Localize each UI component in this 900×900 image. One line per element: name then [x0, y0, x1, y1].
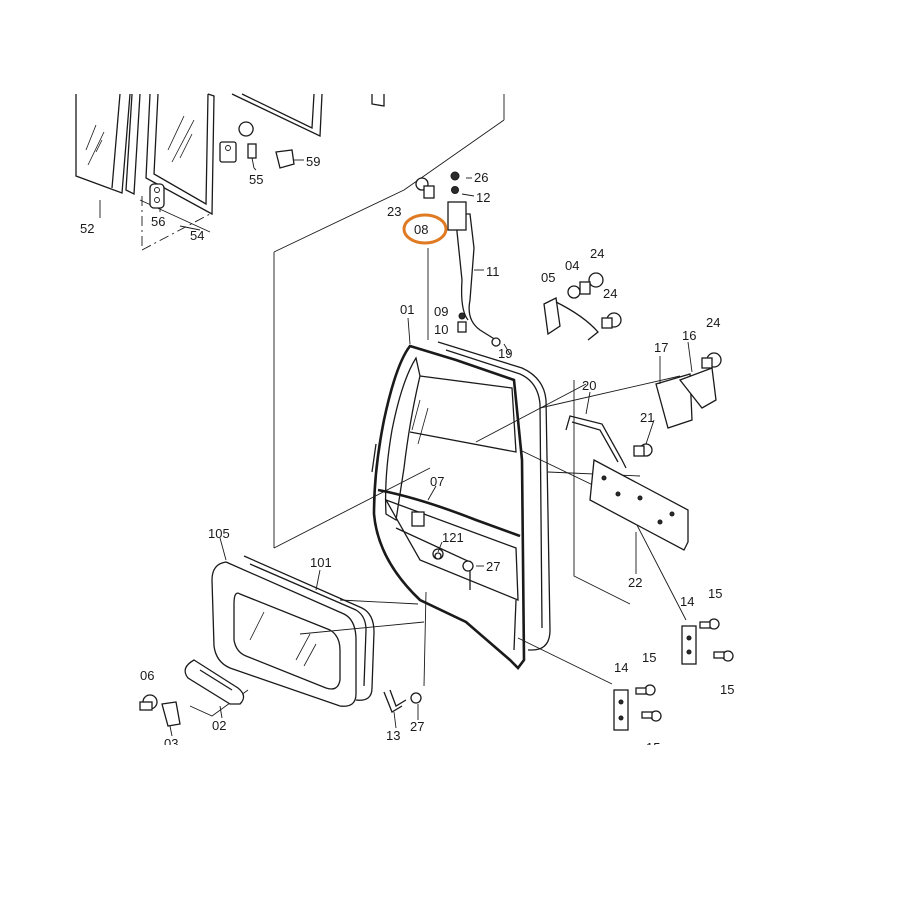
part-06-cap — [139, 694, 158, 711]
label-part-05: 05 — [541, 270, 555, 285]
label-part-11: 11 — [486, 264, 500, 279]
label-part-19: 19 — [498, 346, 512, 361]
label-part-26: 26 — [474, 170, 488, 185]
part-13-pin — [383, 689, 407, 713]
part-59-block — [275, 149, 304, 169]
inner-panel-22 — [589, 458, 689, 572]
label-part-54: 54 — [190, 228, 204, 243]
part-56-clip — [149, 183, 165, 209]
label-part-12: 12 — [476, 190, 490, 205]
part-23-bolt — [415, 177, 435, 199]
label-part-10: 10 — [434, 322, 448, 337]
label-part-14-b: 14 — [614, 660, 628, 675]
label-part-23: 23 — [387, 204, 401, 219]
part-09-10-clip — [457, 312, 467, 333]
bottom-crop-mask — [0, 745, 900, 900]
assembly-guide-lines — [189, 94, 687, 717]
release-cable-11 — [447, 201, 501, 347]
label-part-24-c: 24 — [706, 315, 720, 330]
label-part-24-b: 24 — [603, 286, 617, 301]
label-part-22: 22 — [628, 575, 642, 590]
label-part-07: 07 — [430, 474, 444, 489]
label-part-59: 59 — [306, 154, 320, 169]
label-part-52: 52 — [80, 221, 94, 236]
side-window-assembly — [75, 93, 385, 251]
label-part-15-a: 15 — [708, 586, 722, 601]
part-27-nuts — [410, 552, 474, 704]
label-part-27-a: 27 — [486, 559, 500, 574]
label-part-13: 13 — [386, 728, 400, 743]
cover-plates-16-17 — [655, 352, 722, 429]
label-part-04: 04 — [565, 258, 579, 273]
label-part-08: 08 — [414, 222, 428, 237]
label-part-55: 55 — [249, 172, 263, 187]
label-part-14-a: 14 — [680, 594, 694, 609]
part-03-bracket — [161, 701, 181, 727]
window-seal-101 — [243, 555, 375, 701]
hinge-14-upper — [681, 618, 734, 665]
label-part-121: 121 — [442, 530, 464, 545]
outer-handle-02 — [184, 659, 245, 705]
label-part-16: 16 — [682, 328, 696, 343]
hinge-14-lower — [613, 684, 662, 731]
glass-seal-19 — [437, 341, 551, 651]
label-part-20: 20 — [582, 378, 596, 393]
highlight-ring-part-08 — [402, 213, 448, 245]
leader-lines — [159, 167, 693, 737]
label-part-15-b: 15 — [720, 682, 734, 697]
label-part-56: 56 — [151, 214, 165, 229]
label-part-02: 02 — [212, 718, 226, 733]
window-glass-105 — [211, 561, 357, 707]
label-part-105: 105 — [208, 526, 230, 541]
label-part-27-b: 27 — [410, 719, 424, 734]
label-part-24-a: 24 — [590, 246, 604, 261]
part-55-hinge — [219, 121, 257, 169]
latch-05 — [543, 272, 622, 341]
label-part-17: 17 — [654, 340, 668, 355]
label-part-01: 01 — [400, 302, 414, 317]
grab-handle-20 — [565, 415, 653, 469]
part-number-labels: 52 56 54 55 59 26 12 23 08 11 05 04 24 2… — [80, 154, 734, 755]
label-part-15-c: 15 — [642, 650, 656, 665]
label-part-09: 09 — [434, 304, 448, 319]
part-26-nut — [450, 171, 460, 194]
label-part-21: 21 — [640, 410, 654, 425]
door-frame-01 — [371, 344, 526, 670]
label-part-101: 101 — [310, 555, 332, 570]
label-part-06: 06 — [140, 668, 154, 683]
